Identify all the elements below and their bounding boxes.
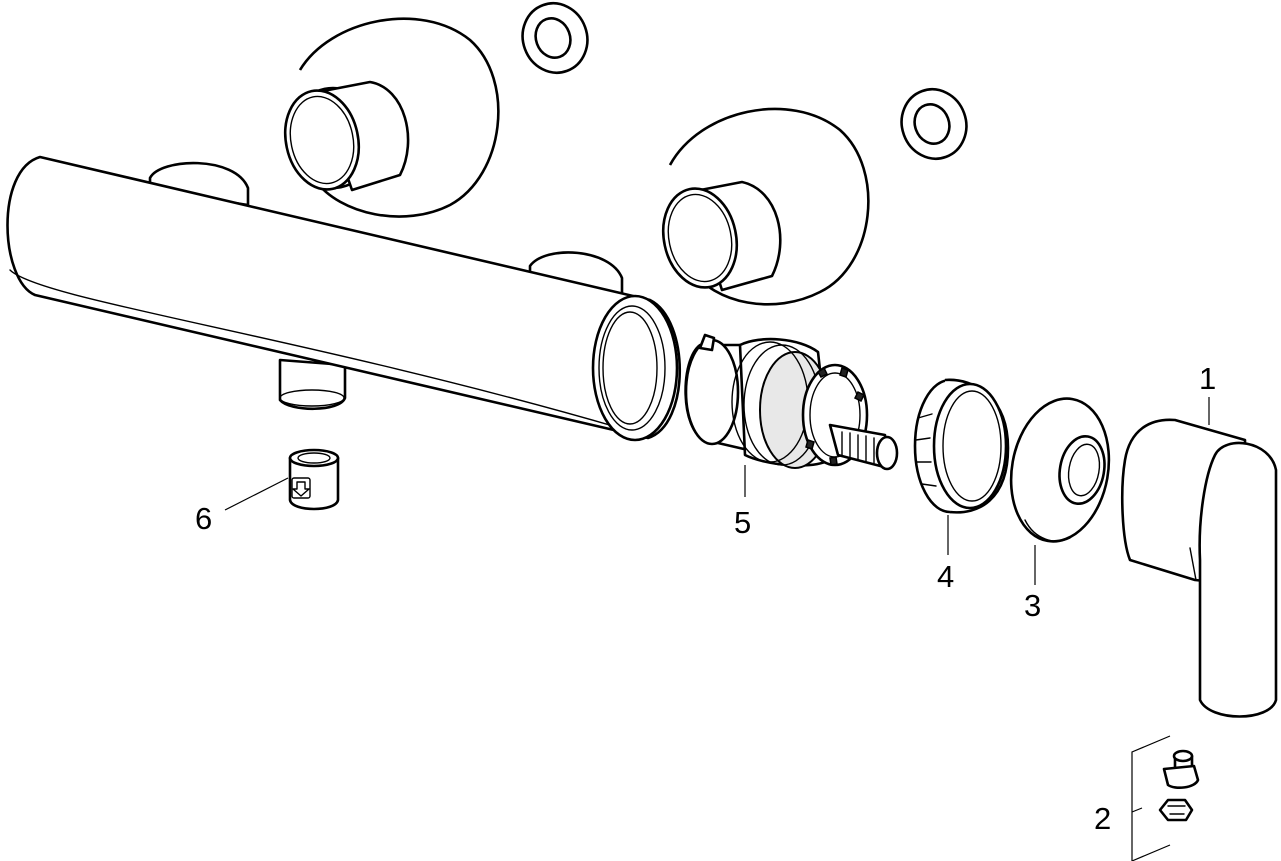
callout-5: 5 (734, 505, 751, 540)
handle (1120, 418, 1278, 718)
wall-flange-left (283, 17, 500, 218)
callout-2: 2 (1094, 801, 1111, 836)
rosette (1009, 397, 1111, 543)
washer-right (900, 88, 968, 160)
down-arrow-icon (292, 481, 310, 497)
callout-3: 3 (1024, 588, 1041, 623)
check-valve (288, 448, 340, 511)
mixer-body (6, 155, 682, 442)
cartridge (684, 333, 899, 471)
callout-6: 6 (195, 501, 212, 536)
callout-4: 4 (937, 559, 954, 594)
threaded-ring (913, 378, 1010, 514)
callout-1: 1 (1199, 361, 1216, 396)
leader-lines (224, 397, 1210, 861)
fixing-set (1158, 749, 1200, 822)
washer-top (521, 2, 589, 74)
wall-flange-right (661, 107, 870, 306)
